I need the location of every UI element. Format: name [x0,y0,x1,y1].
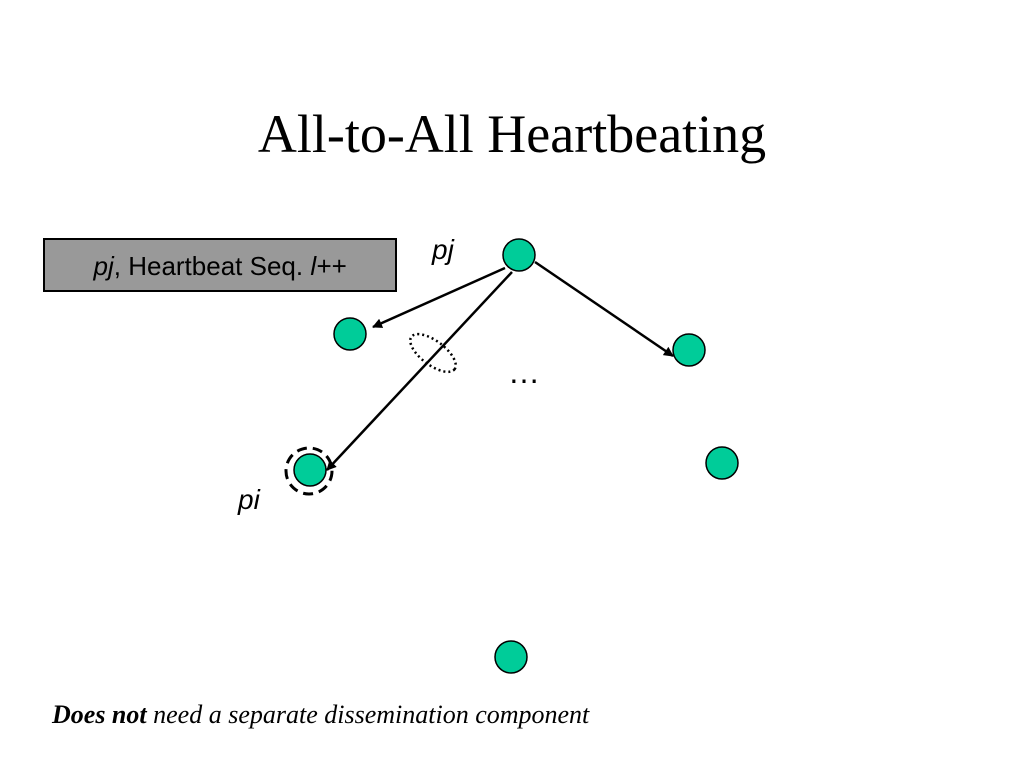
slide-caption: Does not need a separate dissemination c… [52,697,589,733]
node-pj [502,238,536,272]
node-bottom [494,640,528,674]
message-separator: , [113,251,129,281]
arrow-pj-to-pi [326,271,513,471]
message-seq: l++ [310,251,347,281]
label-pj: pj [432,234,454,265]
label-pi: pi [238,484,260,515]
node-left [333,317,367,351]
node-right-lower [705,446,739,480]
node-pi [293,453,327,487]
lost-message-ellipse [409,332,457,374]
caption-text: need a separate dissemination component [146,700,590,729]
heartbeat-message-box: pj, Heartbeat Seq. l++ [43,238,397,292]
message-sender: pj [93,251,114,281]
arrow-pj-to-right-node [534,260,674,358]
pi-detection-ring [284,446,334,496]
ellipsis: … [508,354,540,390]
slide-title: All-to-All Heartbeating [257,104,767,164]
message-text: Heartbeat Seq. [128,251,311,281]
caption-emphasis: Does not [52,700,147,729]
arrow-pj-to-left-node [372,266,506,329]
node-right-upper [672,333,706,367]
